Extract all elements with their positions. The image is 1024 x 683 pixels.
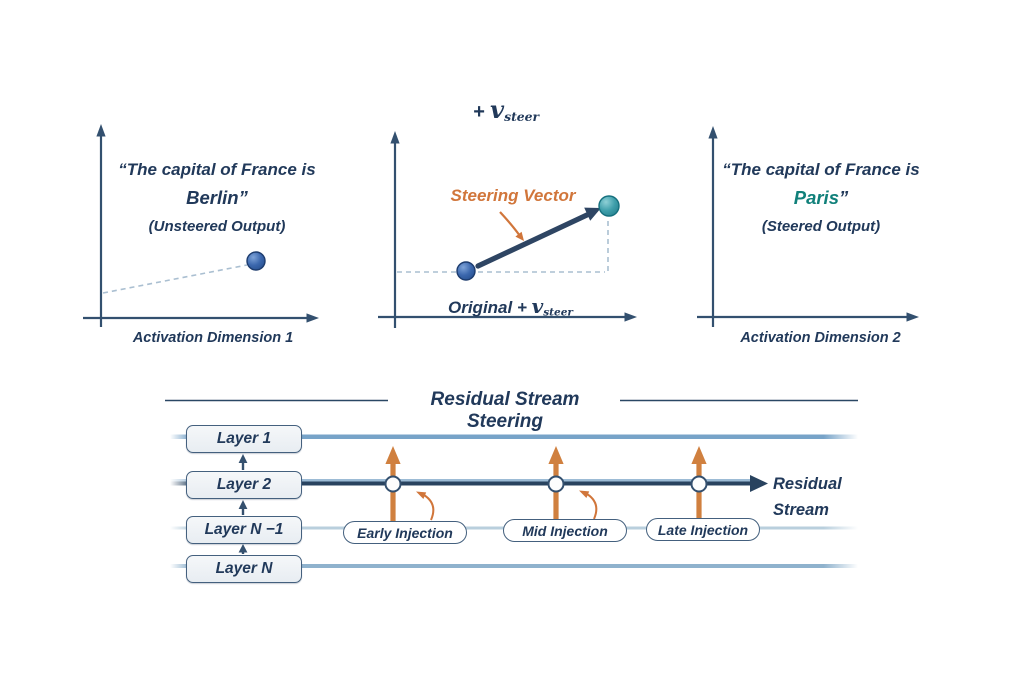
x-axis-arrow-icon	[906, 312, 919, 322]
layer-label: Layer 1	[216, 430, 272, 447]
layer-label: Layer N −1	[204, 521, 284, 538]
residual-stream-highlight	[170, 479, 750, 482]
mid-pointer-curve	[586, 493, 598, 520]
answer-berlin: Berlin	[186, 187, 239, 208]
layer-arrow-icon	[238, 454, 248, 463]
label-pointer-curve	[499, 211, 521, 237]
closing-quote: ”	[839, 187, 849, 208]
steering-vector-arrow-shaft	[475, 211, 591, 269]
closing-quote: ”	[238, 187, 248, 208]
layer-label: Layer N	[215, 560, 273, 577]
early-injection-arrowhead-icon	[385, 446, 401, 464]
layer-arrow-icon	[238, 544, 248, 553]
quote-line: “The capital of France is	[118, 160, 316, 179]
late-injection-point	[690, 475, 708, 493]
steering-vector-arrowhead-icon	[584, 207, 601, 221]
residual-stream-word2: Stream	[773, 501, 829, 519]
mid-injection-point	[547, 475, 565, 493]
mid-injection-arrowhead-icon	[548, 446, 564, 464]
unsteered-activation-dot	[246, 251, 266, 271]
v-symbol: v	[531, 294, 544, 318]
output-caption: (Steered Output)	[761, 218, 881, 235]
trajectory-dashed-line	[102, 264, 248, 294]
original-prefix: Original +	[448, 298, 532, 317]
answer-paris: Paris	[793, 187, 839, 208]
layerN-stream-line	[170, 564, 858, 568]
layer-box-1: Layer 1	[186, 425, 302, 453]
early-pointer-arrowhead-icon	[416, 491, 427, 499]
panel-steered-axes	[697, 126, 919, 327]
panel-steering-axes	[378, 131, 637, 328]
mid-injection-pill: Mid Injection	[503, 519, 627, 542]
quote-answer-line: Berlin”	[103, 185, 331, 210]
layer-label: Layer 2	[216, 476, 272, 493]
late-injection-pill: Late Injection	[646, 518, 760, 541]
layer-box-n-1: Layer N −1	[186, 516, 302, 544]
residual-stream-arrowhead-icon	[750, 475, 768, 492]
mid-pointer-arrowhead-icon	[579, 490, 590, 498]
steer-subscript: steer	[543, 306, 573, 319]
injection-label: Early Injection	[357, 524, 453, 541]
plus-sign: +	[472, 101, 491, 123]
x-axis-arrow-icon	[306, 313, 319, 323]
steer-subscript: steer	[504, 109, 540, 125]
layer-box-n: Layer N	[186, 555, 302, 583]
label-pointer-arrowhead-icon	[515, 231, 524, 241]
residual-stream-word1: Residual	[773, 475, 842, 493]
steered-activation-dot	[598, 195, 620, 217]
x-axis-arrow-icon	[624, 312, 637, 322]
panel-unsteered-axes	[83, 124, 319, 327]
output-caption: (Unsteered Output)	[148, 218, 286, 235]
original-plus-vsteer-label: Original + vsteer	[418, 294, 603, 319]
injection-label: Late Injection	[657, 521, 749, 538]
residual-stream-label: Residual Stream	[773, 471, 868, 523]
y-axis-arrow-icon	[708, 126, 718, 139]
quote-answer-line: Paris”	[707, 185, 935, 210]
layer1-stream-line	[170, 434, 858, 439]
injection-label: Mid Injection	[522, 522, 608, 539]
residual-stream-line	[170, 481, 750, 486]
vsteer-label: + vsteer	[441, 95, 571, 124]
original-activation-dot	[456, 261, 476, 281]
steered-quote-block: “The capital of France is Paris” (Steere…	[707, 157, 935, 239]
late-injection-arrowhead-icon	[691, 446, 707, 464]
axis-label-dimension2: Activation Dimension 2	[740, 330, 901, 346]
early-pointer-curve	[423, 494, 435, 521]
y-axis-arrow-icon	[390, 131, 400, 144]
v-symbol: v	[490, 95, 505, 124]
layer-arrow-icon	[238, 500, 248, 509]
section-title: Residual Stream Steering	[430, 389, 580, 432]
early-injection-point	[384, 475, 402, 493]
axis-label-dimension1: Activation Dimension 1	[132, 330, 294, 346]
steering-vector-label: Steering Vector	[450, 186, 576, 205]
quote-line: “The capital of France is	[722, 160, 920, 179]
unsteered-quote-block: “The capital of France is Berlin” (Unste…	[103, 157, 331, 239]
y-axis-arrow-icon	[96, 124, 106, 137]
early-injection-pill: Early Injection	[343, 521, 467, 544]
layer-box-2: Layer 2	[186, 471, 302, 499]
